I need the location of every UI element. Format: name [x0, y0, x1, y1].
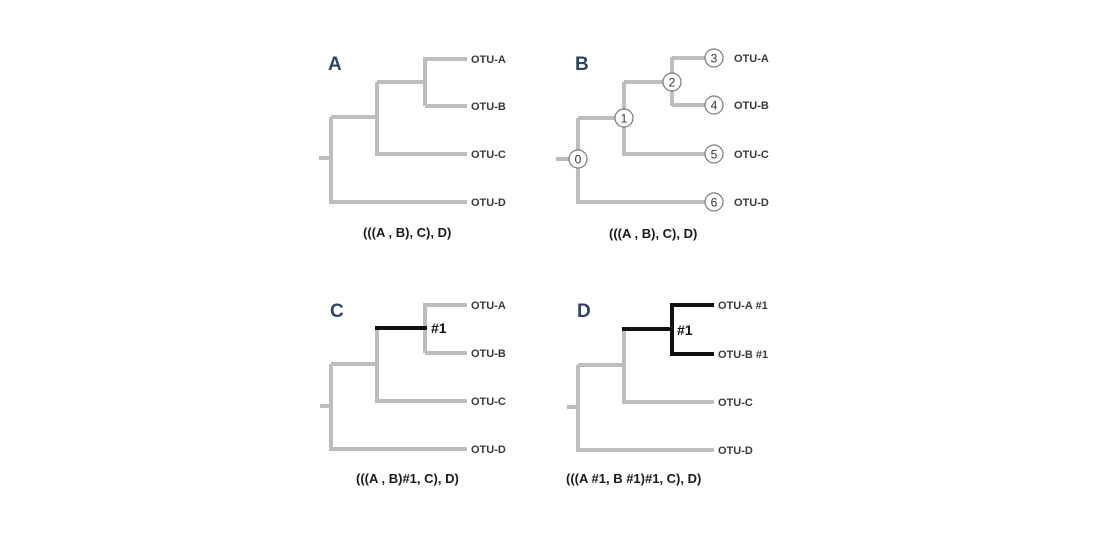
panel-c: C #1 OTU-A OTU-B OTU-C OTU-D (((A , B)#1…: [320, 300, 506, 486]
otu-label: OTU-C: [718, 397, 753, 409]
otu-label: OTU-A #1: [718, 300, 768, 312]
otu-label: OTU-D: [734, 197, 769, 209]
branch-mark: #1: [431, 320, 447, 336]
node-number: 2: [669, 76, 676, 90]
node-1: 1: [614, 108, 634, 128]
newick-caption: (((A , B), C), D): [363, 225, 451, 240]
tree-d: [567, 303, 714, 452]
node-number: 5: [711, 148, 718, 162]
tree-b: [556, 56, 714, 204]
panel-a-label: A: [328, 54, 342, 75]
otu-label: OTU-B #1: [718, 349, 768, 361]
tree-c: [320, 303, 467, 451]
otu-label: OTU-B: [471, 348, 506, 360]
panel-a: A OTU-A OTU-B OTU-C OTU-D (((A , B), C),…: [319, 54, 506, 240]
node-number: 1: [621, 112, 628, 126]
otu-label: OTU-C: [734, 149, 769, 161]
otu-label: OTU-D: [718, 445, 753, 457]
otu-label: OTU-A: [471, 300, 506, 312]
node-2: 2: [662, 72, 682, 92]
panel-d-label: D: [577, 301, 591, 322]
node-number: 0: [575, 153, 582, 167]
panel-b-label: B: [575, 54, 589, 75]
node-4: 4: [704, 95, 724, 115]
node-0: 0: [568, 149, 588, 169]
panel-d: D #1 OTU-A #1 OTU-B #1 OTU-C OTU-D (((A …: [566, 300, 768, 486]
otu-label: OTU-A: [471, 54, 506, 66]
node-number: 4: [711, 99, 718, 113]
tree-a: [319, 57, 467, 204]
panel-b: B 0 1 2 3: [556, 48, 769, 241]
node-number: 3: [711, 52, 718, 66]
node-5: 5: [704, 144, 724, 164]
node-6: 6: [704, 192, 724, 212]
node-number: 6: [711, 196, 718, 210]
branch-mark: #1: [677, 322, 693, 338]
otu-label: OTU-C: [471, 149, 506, 161]
otu-label: OTU-C: [471, 396, 506, 408]
newick-caption: (((A , B)#1, C), D): [356, 471, 459, 486]
newick-caption: (((A , B), C), D): [609, 226, 697, 241]
otu-label: OTU-D: [471, 444, 506, 456]
otu-label: OTU-B: [734, 100, 769, 112]
newick-caption: (((A #1, B #1)#1, C), D): [566, 471, 701, 486]
panel-c-label: C: [330, 301, 344, 322]
otu-label: OTU-A: [734, 53, 769, 65]
otu-label: OTU-D: [471, 197, 506, 209]
otu-label: OTU-B: [471, 101, 506, 113]
node-3: 3: [704, 48, 724, 68]
